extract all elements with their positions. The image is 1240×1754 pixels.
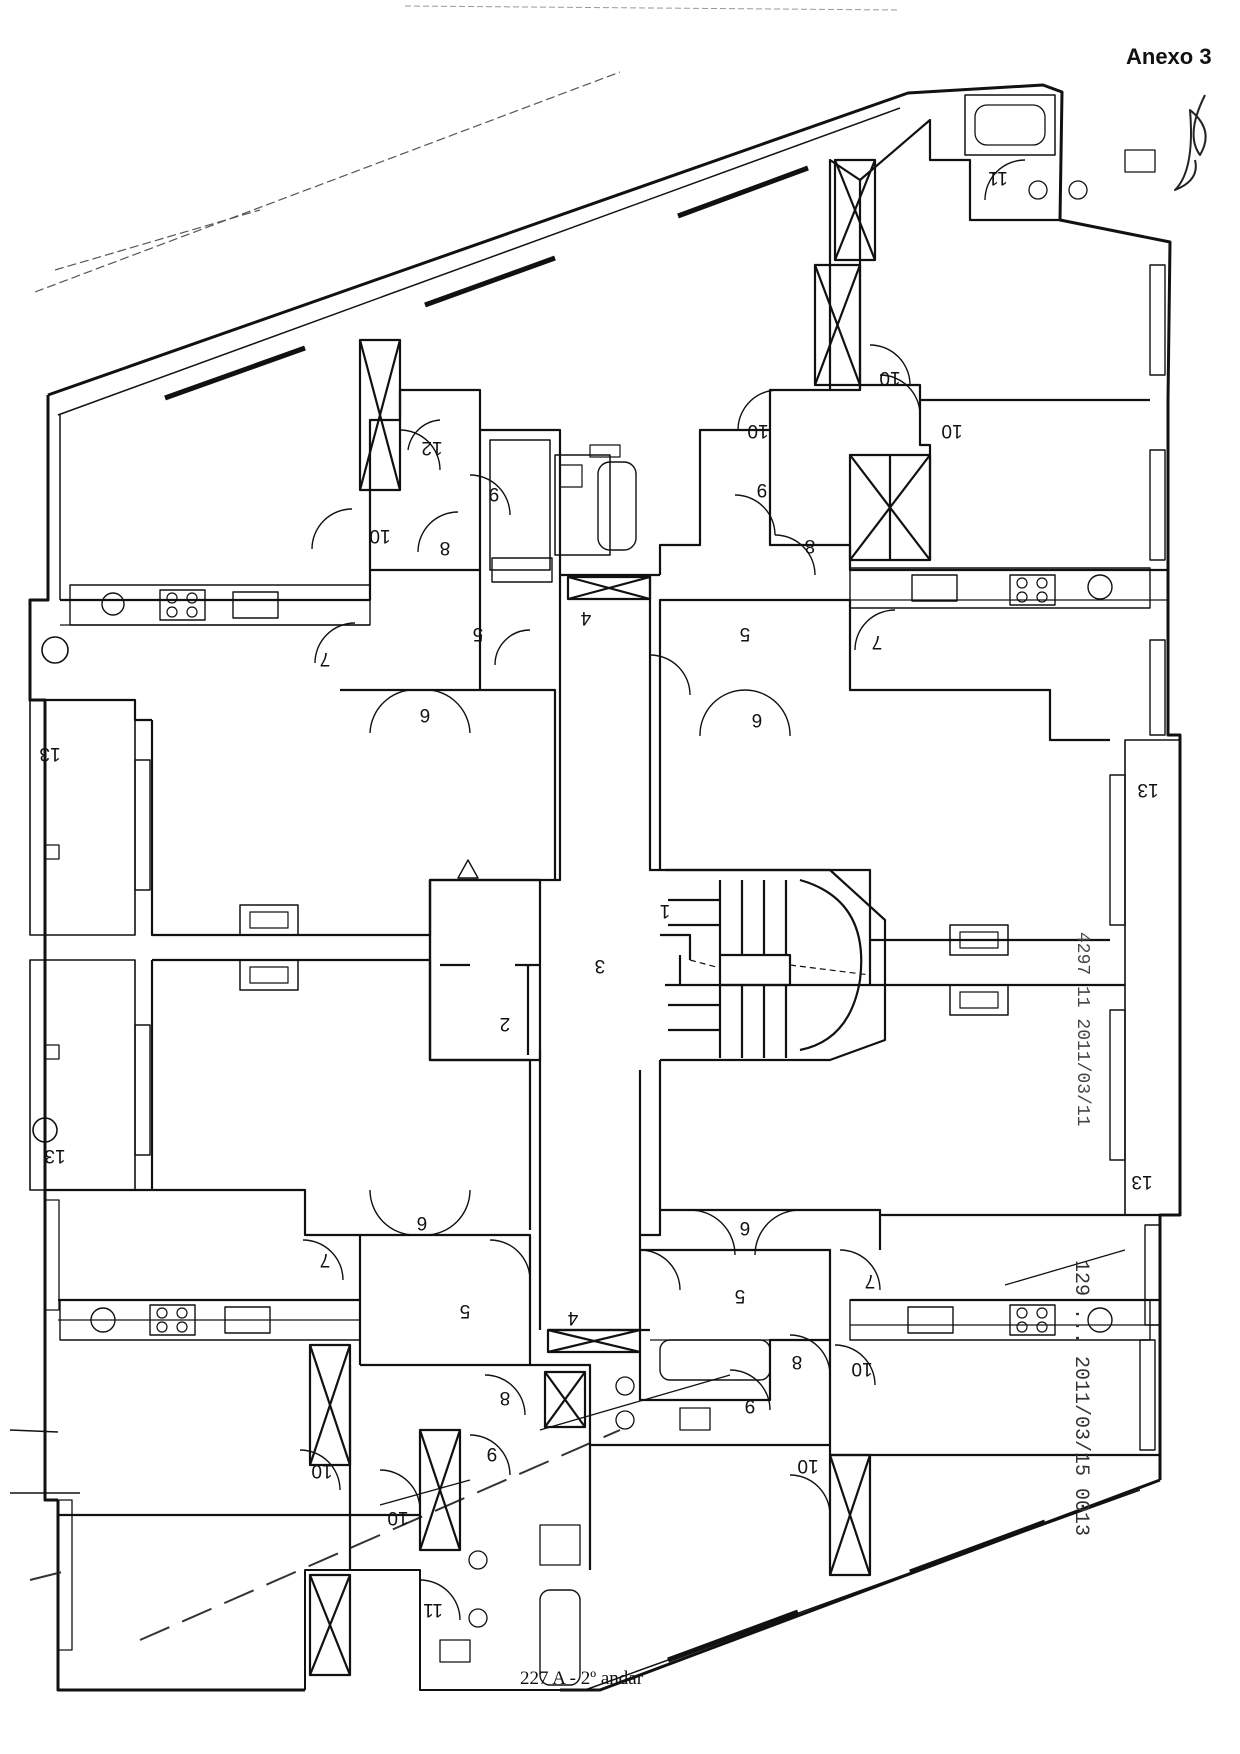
room-number-5d: 5 xyxy=(735,1285,746,1306)
lower-facade-windows xyxy=(667,1519,1046,1663)
stairwell xyxy=(660,868,887,1062)
room-number-6c: 6 xyxy=(417,1212,428,1233)
room-number-8: 8 xyxy=(440,537,451,558)
site-boundary xyxy=(34,71,621,293)
site-boundary-lower xyxy=(29,1429,621,1641)
date-stamp: 4297 11 2011/03/11 xyxy=(1072,932,1092,1127)
room-number-10b: 10 xyxy=(747,420,768,441)
room-number-10g: 10 xyxy=(797,1455,818,1476)
duct-4-top xyxy=(566,575,652,601)
room-number-9: 9 xyxy=(489,483,500,504)
room-number-13: 13 xyxy=(39,743,60,764)
room-number-7b: 7 xyxy=(872,631,883,652)
room-number-7: 7 xyxy=(320,648,331,669)
room-number-3: 3 xyxy=(595,955,606,976)
room-number-10h: 10 xyxy=(851,1358,872,1379)
room-number-9c: 9 xyxy=(487,1443,498,1464)
room-number-2: 2 xyxy=(500,1013,511,1034)
flat-top-right xyxy=(649,94,1181,1216)
upper-facade-windows xyxy=(164,165,809,401)
room-number-10c: 10 xyxy=(879,367,900,388)
room-number-12: 12 xyxy=(421,437,442,458)
room-number-9b: 9 xyxy=(757,479,768,500)
room-number-13b: 13 xyxy=(1137,779,1158,800)
room-number-6: 6 xyxy=(420,704,431,725)
room-number-11: 11 xyxy=(988,167,1008,188)
room-number-7d: 7 xyxy=(865,1270,876,1291)
room-number-labels: 1 2 3 4 4 5 5 5 5 6 6 6 6 7 7 7 7 8 8 8 … xyxy=(39,167,1158,1620)
room-number-10d: 10 xyxy=(941,420,962,441)
flat-top-left xyxy=(29,338,637,937)
room-number-13d: 13 xyxy=(1131,1171,1152,1192)
central-corridor-walls xyxy=(428,573,660,1332)
room-number-5b: 5 xyxy=(740,623,751,644)
room-number-10e: 10 xyxy=(311,1460,332,1481)
signature-mark xyxy=(1174,94,1207,191)
room-number-5c: 5 xyxy=(460,1300,471,1321)
room-number-6b: 6 xyxy=(752,709,763,730)
room-number-9d: 9 xyxy=(745,1395,756,1416)
room-number-6d: 6 xyxy=(740,1217,751,1238)
room-number-11b: 11 xyxy=(423,1599,443,1620)
room-number-4b: 4 xyxy=(567,1307,578,1328)
flat-bottom-right xyxy=(590,940,1161,1577)
room-number-8d: 8 xyxy=(792,1351,803,1372)
room-number-4: 4 xyxy=(580,607,591,628)
drawing-caption: 227 A - 2º andar xyxy=(520,1668,644,1689)
duct-4-bottom xyxy=(546,1328,642,1354)
registration-stamp: 129 ... 2011/03/15 0013 xyxy=(1069,1260,1092,1537)
flat-bottom-left xyxy=(29,958,592,1686)
room-number-13c: 13 xyxy=(44,1145,65,1166)
room-number-10f: 10 xyxy=(387,1507,408,1528)
room-number-10: 10 xyxy=(369,525,390,546)
exterior-walls xyxy=(9,83,1182,1692)
room-number-7c: 7 xyxy=(320,1249,331,1270)
annex-label: Anexo 3 xyxy=(1126,44,1212,69)
room-number-8c: 8 xyxy=(500,1387,511,1408)
room-number-5: 5 xyxy=(473,623,484,644)
room-number-8b: 8 xyxy=(805,535,816,556)
room-number-1: 1 xyxy=(660,900,671,921)
